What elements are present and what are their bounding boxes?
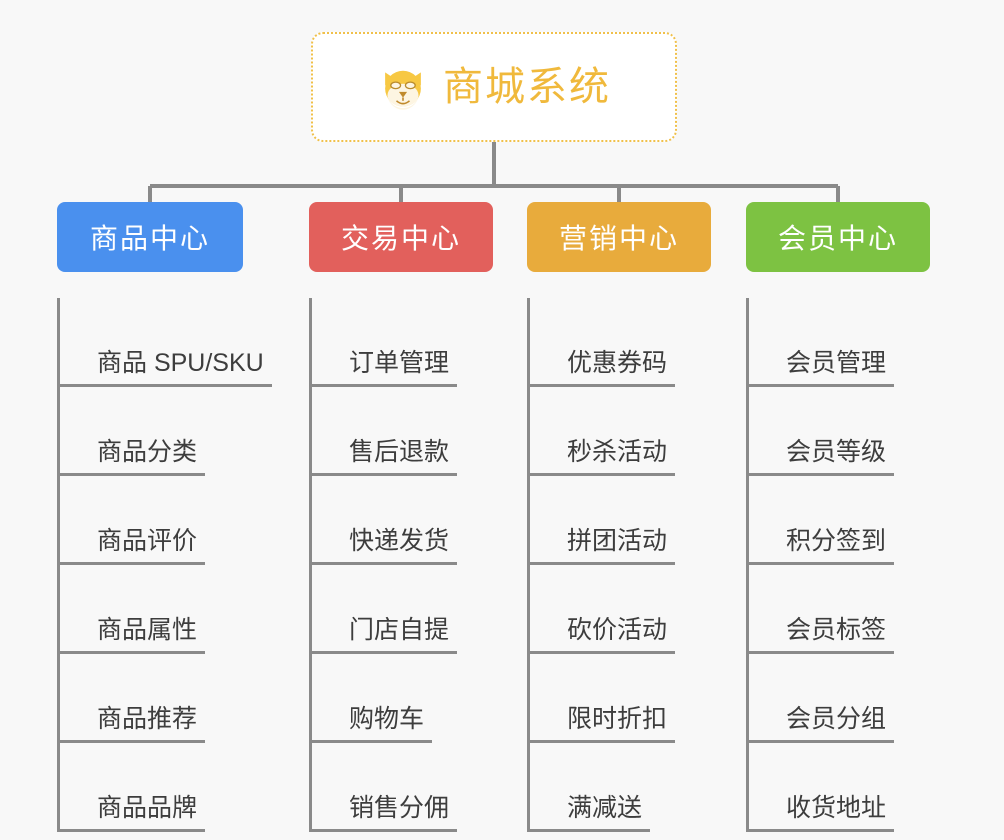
branch-header-3[interactable]: 会员中心 [746, 202, 930, 272]
leaf-label: 商品评价 [59, 527, 206, 565]
leaf-label: 优惠券码 [529, 349, 676, 387]
leaf-item[interactable]: 商品品牌 [57, 743, 243, 832]
branch-stem [57, 298, 60, 832]
leaf-item[interactable]: 销售分佣 [309, 743, 493, 832]
leaf-item[interactable]: 砍价活动 [527, 565, 711, 654]
leaf-item[interactable]: 快递发货 [309, 476, 493, 565]
leaf-label: 会员分组 [748, 705, 895, 743]
leaf-label: 商品分类 [59, 438, 206, 476]
branch-stem [527, 298, 530, 832]
leaf-item[interactable]: 秒杀活动 [527, 387, 711, 476]
leaf-label: 商品品牌 [59, 794, 206, 832]
leaf-item[interactable]: 订单管理 [309, 298, 493, 387]
leaf-item[interactable]: 商品分类 [57, 387, 243, 476]
branch-header-1[interactable]: 交易中心 [309, 202, 493, 272]
leaf-item[interactable]: 购物车 [309, 654, 493, 743]
branch-column-2: 营销中心优惠券码秒杀活动拼团活动砍价活动限时折扣满减送 [527, 202, 711, 832]
leaf-label: 门店自提 [311, 616, 458, 654]
leaf-item[interactable]: 商品推荐 [57, 654, 243, 743]
branch-header-label: 会员中心 [777, 223, 898, 254]
branch-column-1: 交易中心订单管理售后退款快递发货门店自提购物车销售分佣 [309, 202, 493, 832]
leaf-label: 收货地址 [748, 794, 895, 832]
branch-stem [746, 298, 749, 832]
leaf-label: 秒杀活动 [529, 438, 676, 476]
leaf-item[interactable]: 门店自提 [309, 565, 493, 654]
branch-header-label: 交易中心 [340, 223, 461, 254]
leaf-item[interactable]: 满减送 [527, 743, 711, 832]
leaf-item[interactable]: 限时折扣 [527, 654, 711, 743]
leaf-item[interactable]: 会员标签 [746, 565, 930, 654]
leaf-label: 购物车 [311, 705, 433, 743]
leaf-item[interactable]: 售后退款 [309, 387, 493, 476]
branch-stem [309, 298, 312, 832]
leaf-list-0: 商品 SPU/SKU 商品分类商品评价商品属性商品推荐商品品牌 [57, 298, 272, 832]
branch-header-0[interactable]: 商品中心 [57, 202, 243, 272]
leaf-label: 会员标签 [748, 616, 895, 654]
leaf-item[interactable]: 会员管理 [746, 298, 930, 387]
leaf-item[interactable]: 商品评价 [57, 476, 243, 565]
leaf-list-1: 订单管理售后退款快递发货门店自提购物车销售分佣 [309, 298, 493, 832]
branch-header-label: 商品中心 [89, 223, 210, 254]
leaf-label: 商品推荐 [59, 705, 206, 743]
root-node[interactable]: 商城系统 [311, 32, 677, 142]
leaf-label: 商品 SPU/SKU [59, 349, 272, 387]
leaf-label: 会员等级 [748, 438, 895, 476]
leaf-label: 积分签到 [748, 527, 895, 565]
leaf-list-3: 会员管理会员等级积分签到会员标签会员分组收货地址 [746, 298, 930, 832]
leaf-label: 售后退款 [311, 438, 458, 476]
leaf-item[interactable]: 优惠券码 [527, 298, 711, 387]
leaf-label: 商品属性 [59, 616, 206, 654]
leaf-label: 会员管理 [748, 349, 895, 387]
leaf-label: 拼团活动 [529, 527, 676, 565]
leaf-item[interactable]: 收货地址 [746, 743, 930, 832]
leaf-list-2: 优惠券码秒杀活动拼团活动砍价活动限时折扣满减送 [527, 298, 711, 832]
leaf-label: 快递发货 [311, 527, 458, 565]
branch-column-0: 商品中心商品 SPU/SKU 商品分类商品评价商品属性商品推荐商品品牌 [57, 202, 272, 832]
leaf-label: 满减送 [529, 794, 651, 832]
leaf-item[interactable]: 会员分组 [746, 654, 930, 743]
leaf-item[interactable]: 商品 SPU/SKU [57, 298, 272, 387]
leaf-label: 限时折扣 [529, 705, 676, 743]
leaf-label: 砍价活动 [529, 616, 676, 654]
branch-header-2[interactable]: 营销中心 [527, 202, 711, 272]
leaf-item[interactable]: 拼团活动 [527, 476, 711, 565]
leaf-item[interactable]: 积分签到 [746, 476, 930, 565]
leaf-label: 销售分佣 [311, 794, 458, 832]
leaf-label: 订单管理 [311, 349, 458, 387]
root-title: 商城系统 [443, 65, 611, 109]
leaf-item[interactable]: 会员等级 [746, 387, 930, 476]
leaf-item[interactable]: 商品属性 [57, 565, 243, 654]
shiba-dog-face-icon [385, 70, 421, 110]
branch-column-3: 会员中心会员管理会员等级积分签到会员标签会员分组收货地址 [746, 202, 930, 832]
branch-header-label: 营销中心 [558, 223, 679, 254]
